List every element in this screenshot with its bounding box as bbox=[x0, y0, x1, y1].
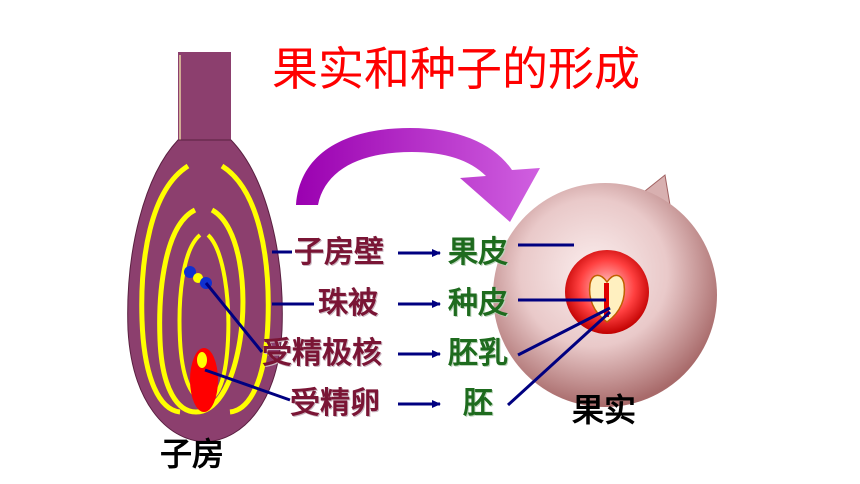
big-arrow-icon bbox=[296, 128, 540, 222]
label-ovary-wall: 子房壁 bbox=[294, 235, 384, 270]
zygote-nucleus bbox=[197, 352, 207, 368]
ovary-wall-outline bbox=[139, 163, 190, 415]
connector-zygote bbox=[204, 368, 291, 402]
fruit-caption: 果实 bbox=[572, 391, 637, 429]
connectors bbox=[204, 243, 612, 408]
polar-nucleus-center bbox=[193, 273, 203, 283]
pointer-embryo bbox=[506, 310, 612, 407]
label-embryo: 胚 bbox=[463, 386, 493, 421]
label-integument: 珠被 bbox=[318, 286, 378, 321]
ovary bbox=[127, 52, 283, 443]
connector-polar-nucleus bbox=[204, 282, 264, 353]
ovary-wall-outline-right bbox=[220, 163, 271, 415]
fruit bbox=[493, 174, 717, 407]
pointer-endosperm bbox=[517, 306, 611, 357]
ovary-caption: 子房 bbox=[160, 435, 225, 473]
page-title: 果实和种子的形成 bbox=[272, 42, 640, 96]
polar-nucleus-left bbox=[184, 266, 196, 278]
ovary-body bbox=[127, 139, 283, 443]
label-pericarp: 果皮 bbox=[448, 235, 508, 270]
zygote-cell bbox=[190, 348, 218, 412]
label-endosperm: 胚乳 bbox=[448, 336, 508, 371]
label-fertilized-polar-nucleus: 受精极核 bbox=[262, 336, 382, 371]
seed-embryo bbox=[604, 283, 609, 317]
label-seed-coat: 种皮 bbox=[448, 286, 508, 321]
integument-outline bbox=[157, 207, 246, 415]
label-zygote: 受精卵 bbox=[290, 386, 380, 421]
